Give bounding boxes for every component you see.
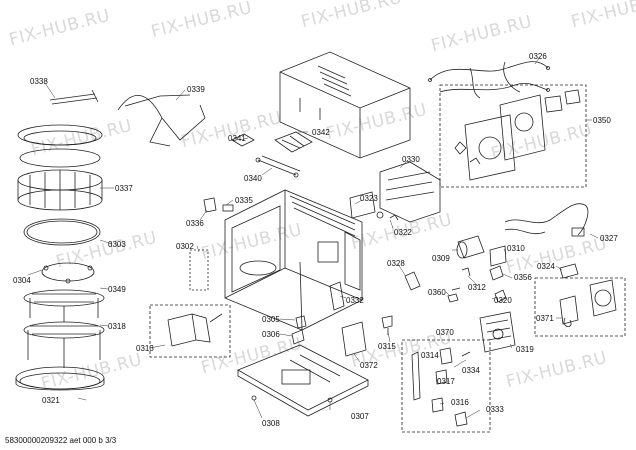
fuse-box-part [341, 321, 367, 357]
high-rack-part [23, 321, 105, 368]
part-label-0317: 0317 [437, 377, 455, 386]
mica-plate-part [231, 131, 313, 153]
part-label-0315: 0315 [378, 342, 396, 351]
power-cord-part [504, 203, 589, 237]
part-label-0309: 0309 [432, 254, 450, 263]
rack-holder-part [117, 94, 206, 147]
part-label-0321: 0321 [42, 396, 60, 405]
part-label-0305: 0305 [262, 315, 280, 324]
part-label-0307: 0307 [351, 412, 369, 421]
part-label-0360: 0360 [428, 288, 446, 297]
oven-cavity-part [224, 189, 363, 331]
baking-plate-part [15, 366, 105, 391]
part-label-0318: 0318 [108, 322, 126, 331]
part-label-0326: 0326 [529, 52, 547, 61]
part-label-0334: 0334 [462, 366, 480, 375]
low-rack-part [23, 289, 105, 322]
part-label-0356: 0356 [514, 273, 532, 282]
part-label-0324: 0324 [537, 262, 555, 271]
part-label-0335: 0335 [235, 196, 253, 205]
motor-coupler-part [291, 315, 307, 345]
part-label-0350: 0350 [593, 116, 611, 125]
capacitor-part [456, 235, 507, 267]
turntable-glass-part [23, 218, 101, 246]
base-plate-part [237, 344, 369, 417]
part-label-0338: 0338 [30, 77, 48, 86]
small-switch-parts [447, 263, 579, 303]
part-label-0323: 0323 [360, 194, 378, 203]
document-footer: 58300000209322 aet 000 b 3/3 [5, 436, 117, 445]
relay-parts [461, 351, 471, 357]
part-label-0328: 0328 [387, 259, 405, 268]
part-label-0313: 0313 [136, 344, 154, 353]
part-label-0303: 0303 [108, 240, 126, 249]
roller-ring-part [41, 262, 95, 284]
part-label-0336: 0336 [186, 219, 204, 228]
lamp-part [203, 197, 234, 213]
part-label-0322: 0322 [394, 228, 412, 237]
part-label-0371: 0371 [536, 314, 554, 323]
part-label-0333: 0333 [486, 405, 504, 414]
part-label-0370: 0370 [436, 328, 454, 337]
part-label-0302: 0302 [176, 242, 194, 251]
magnetron-part [479, 311, 516, 353]
part-label-0340: 0340 [244, 174, 262, 183]
part-label-0339: 0339 [187, 85, 205, 94]
leader-lines [27, 56, 599, 419]
part-label-0312: 0312 [468, 283, 486, 292]
part-label-0316: 0316 [451, 398, 469, 407]
part-label-0310: 0310 [507, 244, 525, 253]
fan-motor-part [534, 277, 626, 337]
part-label-0372: 0372 [360, 361, 378, 370]
part-label-0342: 0342 [312, 128, 330, 137]
part-label-0327: 0327 [600, 234, 618, 243]
part-label-0330: 0330 [402, 155, 420, 164]
thermostat-part [381, 315, 393, 335]
cover-plate-part [189, 249, 209, 291]
wire-harness-part [428, 61, 550, 99]
control-panel-part [439, 84, 587, 188]
part-label-0337: 0337 [115, 184, 133, 193]
heater-rods-part [255, 155, 301, 178]
part-label-0306: 0306 [262, 330, 280, 339]
part-label-0320: 0320 [494, 296, 512, 305]
part-label-0314: 0314 [421, 351, 439, 360]
part-label-0319: 0319 [516, 345, 534, 354]
part-label-0332: 0332 [346, 296, 364, 305]
part-label-0308: 0308 [262, 419, 280, 428]
hinge-part [329, 281, 345, 311]
interlock-switch-group-part [401, 339, 491, 433]
part-label-0341: 0341 [228, 134, 246, 143]
latch-part [404, 271, 421, 291]
outer-housing-part [279, 51, 411, 159]
back-panel-part [379, 161, 441, 223]
part-label-0349: 0349 [108, 285, 126, 294]
transformer-part [149, 304, 231, 358]
spit-rods-part [49, 89, 99, 105]
sensor-parts [451, 287, 461, 291]
part-label-0304: 0304 [13, 276, 31, 285]
grill-basket-part [17, 124, 103, 211]
